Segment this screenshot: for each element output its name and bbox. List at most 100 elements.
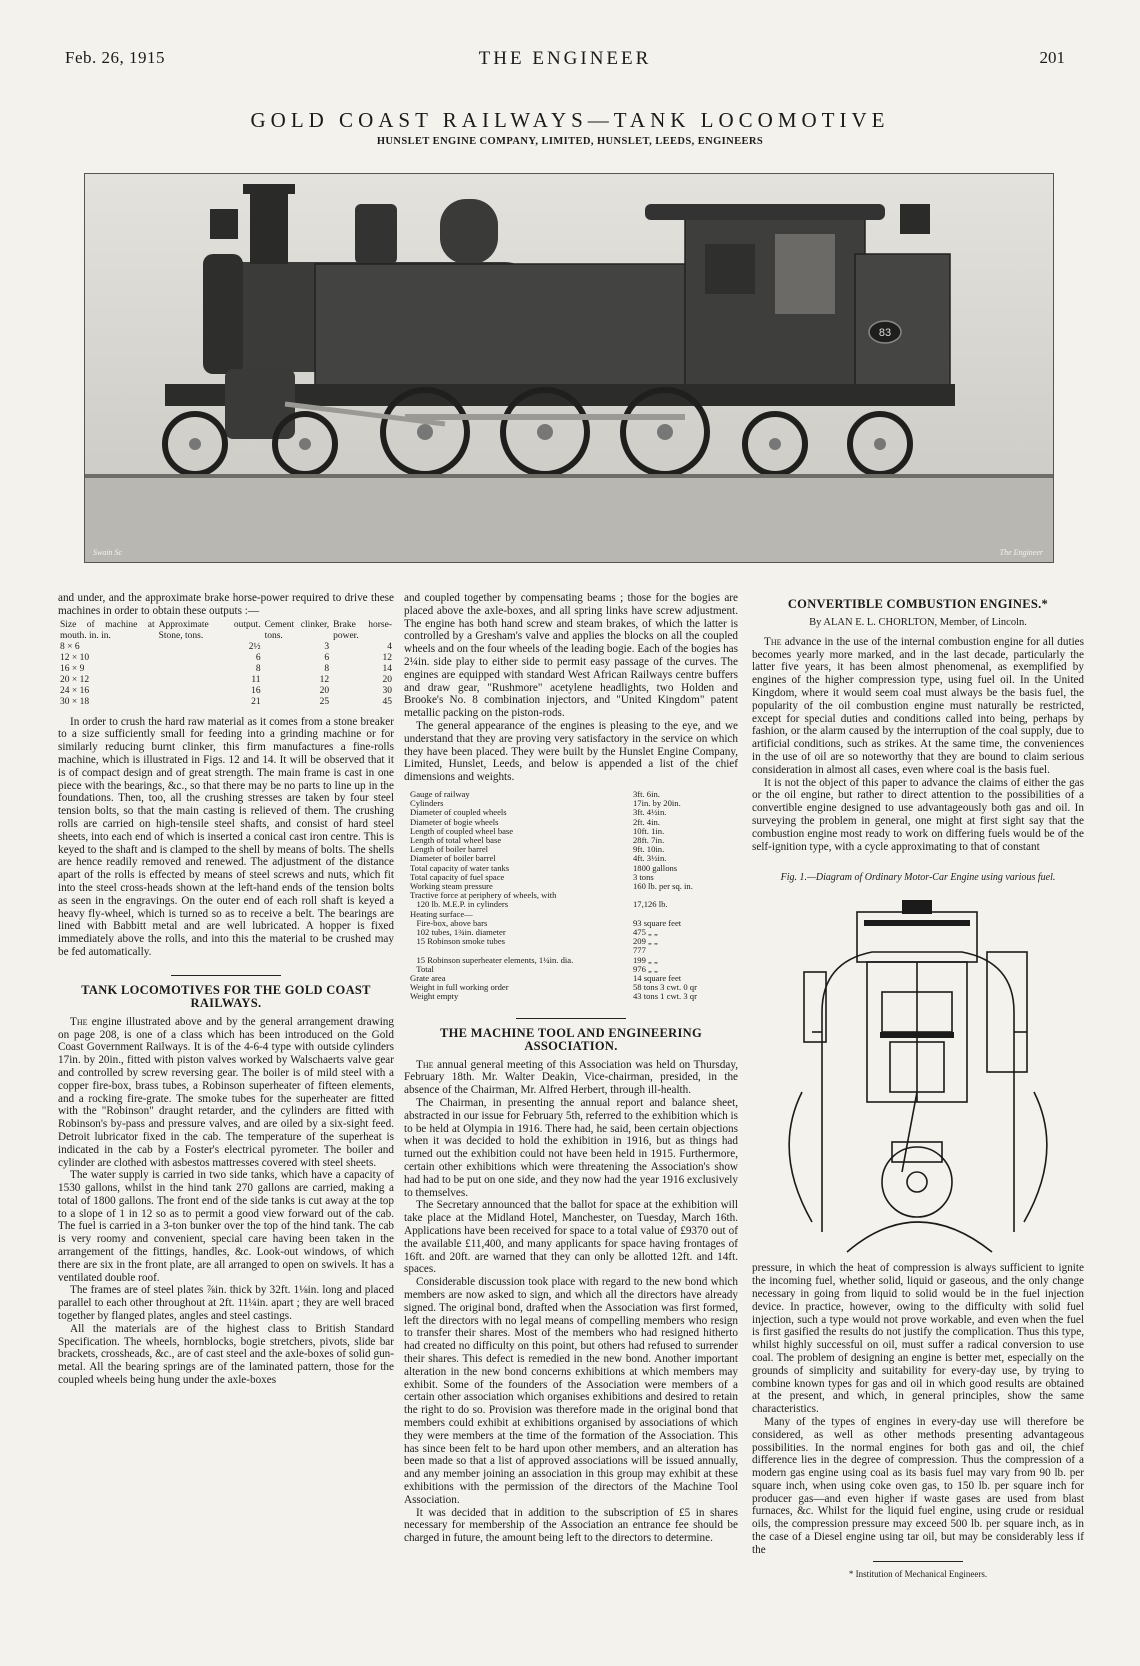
table-cell: 14 — [382, 663, 393, 674]
locomotive-photograph: 83 — [84, 173, 1054, 563]
dimension-value: 10ft. 1in. — [632, 825, 665, 836]
table-row: 24 × 16 16 20 30 — [58, 686, 394, 697]
table-cell: 45 — [382, 696, 393, 707]
dimension-label: Total — [410, 963, 434, 974]
dimension-label: Weight empty — [410, 991, 459, 1002]
dimension-row: Length of boiler barrel 9ft. 10in. — [410, 844, 720, 855]
dimension-value: 777 — [632, 945, 646, 956]
col2-mt4: Considerable discussion took place with … — [404, 1276, 738, 1506]
dimension-row: 15 Robinson smoke tubes 209 „ „ — [410, 936, 720, 947]
table-head-cell: Cement clinker, tons. — [264, 619, 330, 641]
col2-mt5: It was decided that in addition to the s… — [404, 1506, 738, 1545]
col1-para-rolls: In order to crush the hard raw material … — [58, 715, 394, 958]
drop-lead: The — [764, 635, 782, 648]
article-title: GOLD COAST RAILWAYS—TANK LOCOMOTIVE — [250, 108, 890, 132]
drop-lead: The — [416, 1058, 434, 1071]
table-cell: 8 × 6 — [60, 641, 80, 652]
col1-para-tank4: All the materials are of the highest cla… — [58, 1322, 394, 1387]
column-1: and under, and the approximate brake hor… — [58, 592, 394, 1387]
col1-para-tank2: The water supply is carried in two side … — [58, 1169, 394, 1284]
running-header: Feb. 26, 1915 THE ENGINEER 201 — [65, 48, 1065, 72]
footnote-rule — [873, 1560, 963, 1562]
table-row: 30 × 18 21 25 45 — [58, 697, 394, 708]
dimension-label: Fire-box, above bars — [410, 917, 488, 928]
col1-intro: and under, and the approximate brake hor… — [58, 592, 394, 617]
dimension-value: 93 square feet — [632, 917, 682, 928]
table-header: Size of machine at mouth. in. in. Approx… — [58, 620, 394, 642]
table-cell: 8 — [255, 663, 261, 674]
dimension-label: Diameter of boiler barrel — [410, 853, 496, 864]
dimension-label: Length of boiler barrel — [410, 844, 489, 855]
table-cell: 11 — [251, 674, 261, 685]
dimension-value: 4ft. 3½in. — [632, 853, 667, 864]
table-cell: 20 × 12 — [60, 674, 90, 685]
dimension-value: 3 tons — [632, 871, 654, 882]
col3-cc4: Many of the types of engines in every-da… — [752, 1415, 1084, 1556]
dimension-row: Tractive force at periphery of wheels, w… — [410, 890, 720, 900]
col1-para-tank3: The frames are of steel plates ⅞in. thic… — [58, 1284, 394, 1323]
dimension-value: 475 „ „ — [632, 927, 658, 937]
table-cell: 2½ — [248, 641, 261, 652]
dimension-label: Diameter of coupled wheels — [410, 807, 507, 818]
number-plate: 83 — [879, 327, 891, 339]
dimension-row: Diameter of boiler barrel 4ft. 3½in. — [410, 854, 720, 863]
table-cell: 25 — [319, 696, 330, 707]
dimension-value: 14 square feet — [632, 973, 682, 984]
dimension-label: Length of coupled wheel base — [410, 825, 514, 836]
table-cell: 20 — [319, 685, 330, 696]
dimension-label: 15 Robinson smoke tubes — [410, 936, 506, 947]
table-cell: 24 × 16 — [60, 685, 90, 696]
col3-cc3: pressure, in which the heat of compressi… — [752, 1262, 1084, 1416]
dimension-row: Weight empty 43 tons 1 cwt. 3 qr — [410, 992, 720, 1001]
dimension-value: 17,126 lb. — [632, 899, 668, 910]
locomotive-illustration: 83 — [85, 174, 1053, 562]
dimension-value: 209 „ „ — [632, 936, 658, 947]
dimension-value: 43 tons 1 cwt. 3 qr — [632, 991, 697, 1002]
dimension-value: 199 „ „ — [632, 954, 658, 965]
dimension-value: 3ft. 6in. — [632, 788, 660, 799]
output-table: Size of machine at mouth. in. in. Approx… — [58, 620, 394, 708]
table-head-cell: Approximate output. Stone, tons. — [158, 619, 261, 641]
dimension-row: 15 Robinson superheater elements, 1¼in. … — [410, 954, 720, 965]
section-rule — [516, 1017, 626, 1019]
dimension-row: Length of coupled wheel base 10ft. 1in. — [410, 825, 720, 836]
table-cell: 16 — [251, 685, 261, 696]
col2-para2: The general appearance of the engines is… — [404, 719, 738, 784]
dimension-label: Working steam pressure — [410, 880, 493, 891]
section-rule — [171, 974, 281, 976]
section-title-tank-locomotives: TANK LOCOMOTIVES FOR THE GOLD COAST RAIL… — [81, 982, 371, 1010]
dimension-row: 777 — [410, 946, 720, 955]
table-cell: 30 — [382, 685, 393, 696]
table-cell: 16 × 9 — [60, 663, 85, 674]
table-cell: 21 — [251, 696, 261, 707]
table-cell: 8 — [324, 663, 330, 674]
journal-credit: The Engineer — [1000, 548, 1044, 557]
dimension-label: Diameter of bogie wheels — [410, 816, 499, 827]
table-head-cell: Size of machine at mouth. in. in. — [60, 619, 155, 641]
dimension-value: 9ft. 10in. — [632, 844, 665, 855]
dimension-value: 976 „ „ — [632, 963, 658, 974]
table-cell: 4 — [387, 641, 392, 652]
table-cell: 6 — [255, 652, 261, 663]
dimension-label: Cylinders — [410, 798, 444, 809]
table-cell: 12 — [319, 674, 330, 685]
table-cell: 12 — [382, 652, 393, 663]
table-cell: 30 × 18 — [60, 696, 90, 707]
footnote: * Institution of Mechanical Engineers. — [848, 1568, 988, 1579]
author-byline: By ALAN E. L. CHORLTON, Member, of Linco… — [809, 617, 1027, 628]
dimension-label: Length of total wheel base — [410, 834, 502, 845]
